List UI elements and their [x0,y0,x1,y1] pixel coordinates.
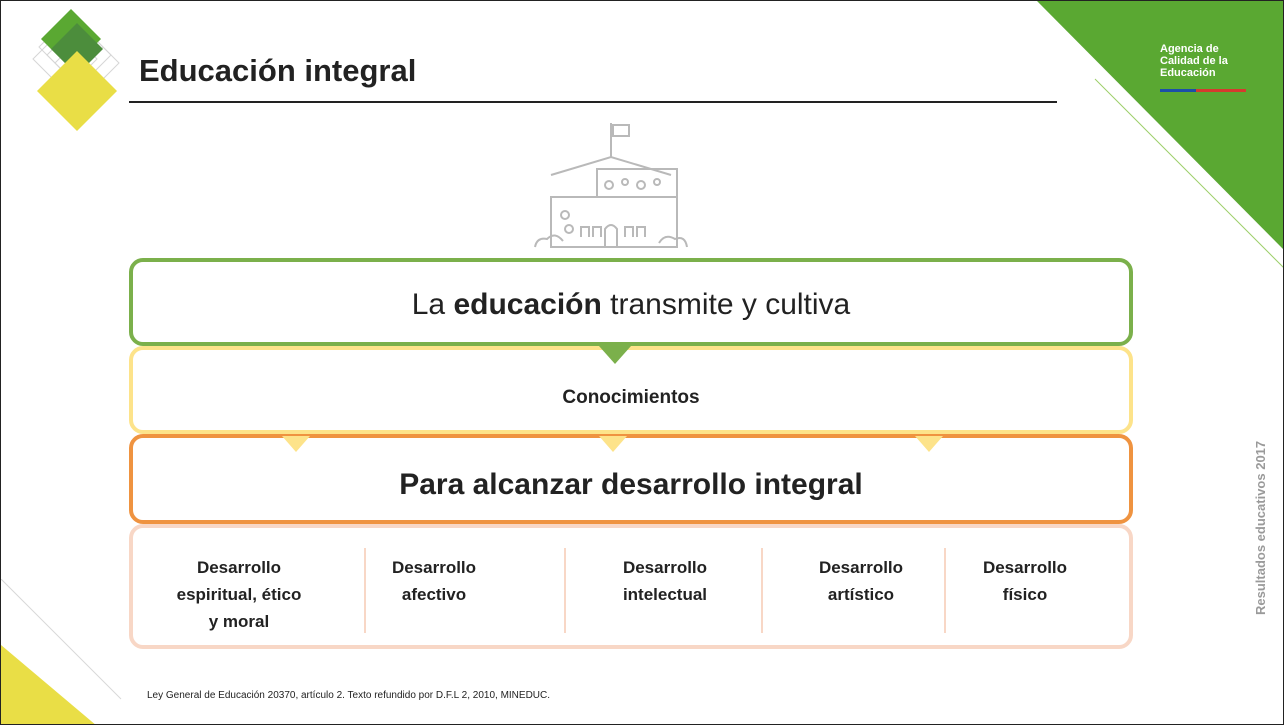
area-line: Desarrollo [391,558,477,577]
corner-decoration [1037,1,1283,268]
statement-bold: educación [453,288,602,321]
school-building-icon [534,123,688,248]
page-title: Educación integral [139,53,417,88]
brand-flag-bar [1160,89,1246,92]
connector-arrow [915,436,943,452]
connector-arrow [599,436,627,452]
brand-line: Agencia de [1160,43,1219,55]
corner-decoration [1,579,122,724]
connector-arrow [282,436,310,452]
education-box: La educación transmite y cultiva [129,258,1133,346]
brand-line: Educación [1160,67,1216,79]
integral-development-box: Para alcanzar desarrollo integral [129,434,1133,524]
side-caption: Resultados educativos 2017 [1253,440,1268,615]
knowledge-text: Conocimientos [562,387,700,408]
education-statement: La educación transmite y cultiva [133,288,1129,322]
area-line: Desarrollo [622,558,708,577]
area-line: Desarrollo [196,558,282,577]
area-afectivo: Desarrollo afectivo [379,554,489,608]
area-line: afectivo [401,585,467,604]
area-line: espiritual, ético [176,585,302,604]
connector-arrow [599,346,631,364]
statement-prefix: La [411,288,454,321]
area-espiritual: Desarrollo espiritual, ético y moral [161,554,317,635]
area-line: intelectual [622,585,708,604]
area-line: Desarrollo [982,558,1068,577]
area-intelectual: Desarrollo intelectual [603,554,727,608]
diamond-logo-icon [32,9,120,131]
knowledge-box: Conocimientos [129,346,1133,434]
column-divider [364,548,366,633]
area-line: y moral [208,612,270,631]
column-divider [564,548,566,633]
development-areas-panel: Desarrollo espiritual, ético y moral Des… [129,524,1133,649]
brand-name: Agencia de Calidad de la Educación [1160,43,1228,79]
integral-development-text: Para alcanzar desarrollo integral [399,468,863,501]
column-divider [944,548,946,633]
area-artistico: Desarrollo artístico [799,554,923,608]
statement-suffix: transmite y cultiva [601,288,851,321]
footnote: Ley General de Educación 20370, artículo… [147,690,551,701]
area-line: Desarrollo [818,558,904,577]
brand-line: Calidad de la [1160,55,1228,67]
area-line: artístico [827,585,895,604]
area-fisico: Desarrollo físico [965,554,1085,608]
title-divider [129,101,1057,103]
area-line: físico [1002,585,1048,604]
column-divider [761,548,763,633]
